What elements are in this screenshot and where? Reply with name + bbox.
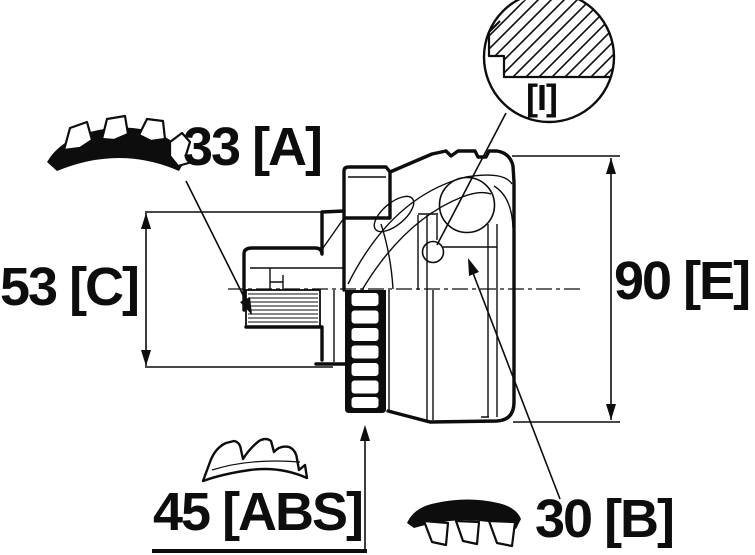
detail-label-i: [I]	[526, 77, 558, 118]
abs-spline-icon	[201, 437, 309, 483]
joint-internals	[250, 174, 514, 420]
detail-circle	[436, 0, 616, 246]
dimension-label-33a: 33 [A]	[183, 117, 323, 177]
dimension-arrowheads	[141, 158, 616, 441]
splined-shaft	[245, 289, 321, 328]
detail-leader-line	[436, 112, 507, 246]
dimension-label-90e: 90 [E]	[614, 251, 751, 311]
section-hatching	[489, 0, 614, 77]
abs-tone-ring	[345, 290, 386, 413]
dimension-lines	[145, 155, 620, 549]
external-spline-icon	[47, 114, 194, 171]
dimension-label-45abs: 45 [ABS]	[153, 482, 364, 542]
dimension-label-30b: 30 [B]	[535, 489, 675, 549]
dimension-label-53c: 53 [C]	[0, 257, 140, 317]
internal-spline-icon	[407, 499, 521, 548]
